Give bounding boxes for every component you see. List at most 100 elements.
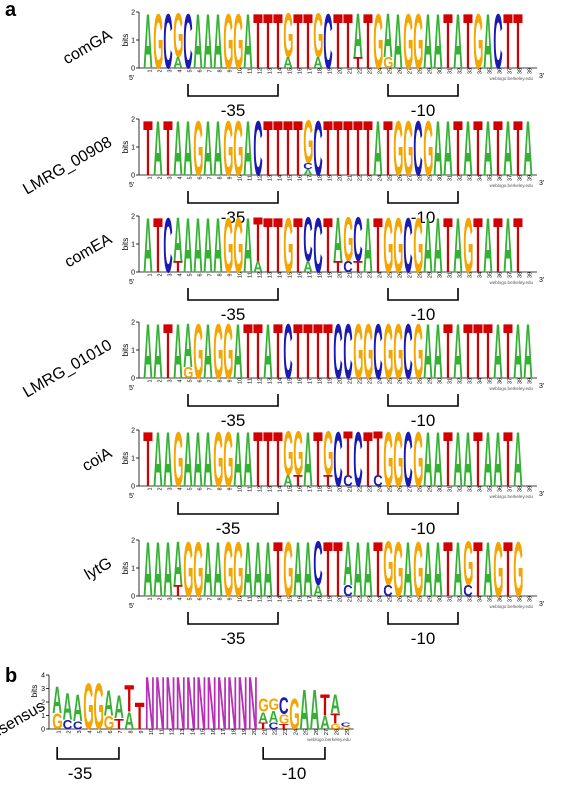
logo-letter: A bbox=[320, 713, 330, 734]
logo-letter: G bbox=[303, 109, 313, 177]
position-label: 19 bbox=[327, 272, 333, 278]
position-label: 29 bbox=[427, 175, 433, 181]
y-tick-label: 2 bbox=[131, 538, 135, 545]
position-label: 2 bbox=[157, 487, 163, 490]
logo-letter: C bbox=[279, 693, 289, 720]
position-label: 7 bbox=[207, 379, 213, 382]
position-label: 3 bbox=[167, 379, 173, 382]
logo-letter: A bbox=[203, 104, 212, 192]
position-label: 3 bbox=[77, 730, 83, 733]
minus10-box-label: -10 bbox=[411, 629, 436, 648]
logo-letter: T bbox=[323, 201, 332, 288]
position-label: 39 bbox=[527, 486, 533, 492]
y-axis-title: bits bbox=[121, 34, 130, 46]
logo-letter: G bbox=[183, 525, 193, 613]
logo-letter: A bbox=[283, 55, 292, 72]
position-label: 17 bbox=[307, 378, 313, 384]
position-label: 27 bbox=[407, 486, 413, 492]
logo-letter: T bbox=[313, 415, 322, 502]
position-label: 35 bbox=[487, 68, 493, 74]
position-label: 30 bbox=[437, 596, 443, 602]
position-label: 31 bbox=[447, 596, 453, 602]
logo-letter: T bbox=[263, 104, 272, 191]
logo-letter: T bbox=[443, 525, 452, 612]
position-label: 5 bbox=[187, 176, 193, 179]
position-label: 13 bbox=[267, 68, 273, 74]
position-label: 33 bbox=[467, 68, 473, 74]
logo-letter: G bbox=[283, 525, 293, 613]
logo-letter: N bbox=[238, 662, 248, 746]
logo-letter: T bbox=[273, 104, 282, 191]
logo-letter: A bbox=[243, 0, 252, 85]
y-axis-title: bits bbox=[30, 685, 39, 697]
position-label: 19 bbox=[327, 596, 333, 602]
minus10-box-label: -10 bbox=[411, 411, 436, 430]
logo-letter: T bbox=[253, 205, 262, 275]
position-label: 19 bbox=[327, 378, 333, 384]
position-label: 2 bbox=[157, 69, 163, 72]
logo-letter: C bbox=[183, 0, 192, 85]
position-label: 30 bbox=[437, 68, 443, 74]
minus35-box-label: -35 bbox=[221, 101, 246, 120]
logo-letter: G bbox=[193, 104, 203, 192]
logo-letter: T bbox=[323, 307, 332, 394]
position-label: 38 bbox=[517, 378, 523, 384]
logo-letter: G bbox=[473, 0, 483, 85]
position-label: 17 bbox=[307, 486, 313, 492]
gene-name: coiA bbox=[80, 445, 116, 475]
position-label: 26 bbox=[314, 729, 320, 735]
logo-letter: G bbox=[383, 415, 393, 503]
logo-letter: G bbox=[193, 307, 203, 395]
logo-letter: A bbox=[333, 204, 342, 275]
y-tick-label: 0 bbox=[131, 173, 135, 180]
position-label: 32 bbox=[457, 378, 463, 384]
logo-letter: G bbox=[393, 307, 403, 395]
position-label: 25 bbox=[304, 729, 310, 735]
position-label: 29 bbox=[427, 378, 433, 384]
position-label: 14 bbox=[277, 68, 283, 74]
logo-letter: C bbox=[73, 719, 83, 732]
logo-letter: C bbox=[403, 201, 412, 289]
logo-letter: A bbox=[203, 525, 212, 613]
logo-letter: G bbox=[323, 418, 333, 489]
position-label: 34 bbox=[477, 272, 483, 278]
position-label: 15 bbox=[287, 272, 293, 278]
position-label: 35 bbox=[487, 596, 493, 602]
position-label: 28 bbox=[417, 68, 423, 74]
logo-letter: A bbox=[303, 525, 312, 613]
position-label: 1 bbox=[147, 273, 153, 276]
y-tick-label: 1 bbox=[131, 456, 135, 463]
position-label: 2 bbox=[157, 379, 163, 382]
logo-letter: A bbox=[193, 0, 202, 85]
logo-letter: N bbox=[207, 662, 217, 746]
y-axis-title: bits bbox=[121, 141, 130, 153]
logo-letter: T bbox=[143, 415, 152, 502]
position-label: 21 bbox=[347, 378, 353, 384]
logo-letter: A bbox=[310, 678, 320, 741]
position-label: 21 bbox=[262, 729, 268, 735]
logo-letter: T bbox=[443, 0, 452, 85]
position-label: 15 bbox=[287, 596, 293, 602]
logo-letter: A bbox=[453, 201, 462, 289]
logo-letter: T bbox=[323, 104, 332, 191]
position-label: 22 bbox=[357, 68, 363, 74]
position-label: 11 bbox=[159, 729, 165, 735]
logo-letter: A bbox=[253, 525, 262, 613]
position-label: 4 bbox=[177, 379, 183, 382]
position-label: 16 bbox=[297, 378, 303, 384]
logo-letter: G bbox=[423, 104, 433, 192]
position-label: 22 bbox=[357, 486, 363, 492]
position-label: 11 bbox=[247, 486, 253, 492]
y-tick-label: 4 bbox=[41, 673, 45, 680]
logo-letter: A bbox=[453, 307, 462, 395]
position-label: 10 bbox=[149, 729, 155, 735]
position-label: 29 bbox=[427, 596, 433, 602]
minus10-box: -10 bbox=[387, 191, 459, 227]
position-label: 31 bbox=[447, 68, 453, 74]
position-label: 18 bbox=[317, 378, 323, 384]
three-prime-label: 3' bbox=[539, 601, 544, 608]
logo-letter: T bbox=[443, 415, 452, 502]
minus35-box-label: -35 bbox=[221, 629, 246, 648]
